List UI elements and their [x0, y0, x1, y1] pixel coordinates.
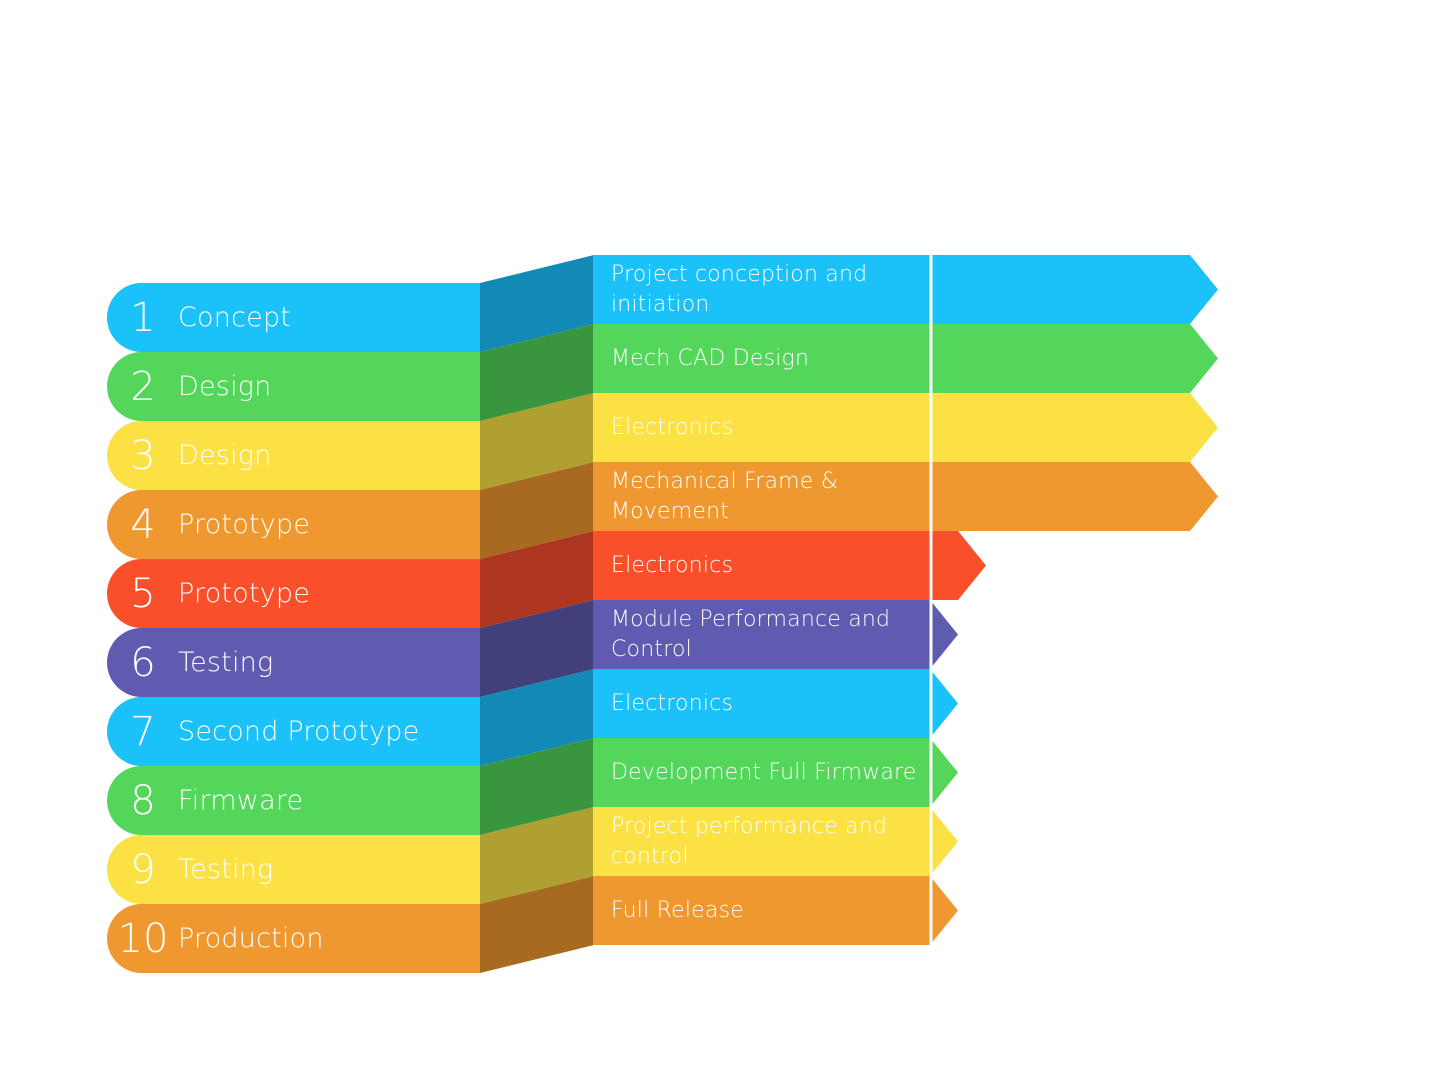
stage-task: Electronics [611, 393, 931, 462]
stage-right-arrow [593, 669, 958, 738]
stage-label: Testing [178, 647, 274, 678]
stage-left-label: 1 Concept [0, 283, 480, 352]
stage-connector [480, 669, 594, 766]
stage-connector [480, 600, 594, 697]
stage-left-band [107, 766, 482, 835]
stage-left-label: 4 Prototype [0, 490, 480, 559]
stage-left-label: 8 Firmware [0, 766, 480, 835]
stage-left-band [107, 352, 482, 421]
stage-task-text: Development Full Firmware [611, 759, 917, 785]
stage-left-band [107, 490, 482, 559]
stage-task: Module Performance and Control [611, 600, 931, 669]
stage-task-text: Electronics [611, 414, 734, 440]
stage-label: Design [178, 440, 272, 471]
stage-right-arrow [593, 255, 1218, 324]
stage-label: Production [178, 923, 324, 954]
stage-right-arrow [593, 600, 958, 669]
stage-left-band [107, 835, 482, 904]
stage-task-text: Full Release [611, 897, 744, 923]
stage-task-text: Project conception and initiation [611, 261, 868, 317]
stage-right-arrow [593, 324, 1218, 393]
stage-task: Development Full Firmware [611, 738, 931, 807]
stage-task: Electronics [611, 531, 931, 600]
stage-right-arrow [593, 876, 958, 945]
stage-left-label: 3 Design [0, 421, 480, 490]
stage-left-label: 7 Second Prototype [0, 697, 480, 766]
stage-task-text: Electronics [611, 552, 734, 578]
stage-task-text: Module Performance and Control [611, 606, 891, 662]
stage-connector [480, 255, 594, 352]
stage-connector [480, 876, 594, 973]
stage-right-arrow [593, 393, 1218, 462]
stage-task: Full Release [611, 876, 931, 945]
stage-right-arrow [593, 462, 1218, 531]
stage-number: 7 [130, 708, 156, 755]
stage-right-arrow [593, 738, 958, 807]
stage-connector [480, 531, 594, 628]
stage-number: 6 [130, 639, 156, 686]
stage-left-band [107, 421, 482, 490]
stage-task: Mechanical Frame & Movement [611, 462, 931, 531]
stage-task: Electronics [611, 669, 931, 738]
stage-label: Prototype [178, 509, 311, 540]
stage-label: Firmware [178, 785, 304, 816]
stage-number: 8 [130, 777, 156, 824]
stage-connector [480, 462, 594, 559]
stage-task: Project conception and initiation [611, 255, 931, 324]
stage-label: Prototype [178, 578, 311, 609]
stage-left-label: 2 Design [0, 352, 480, 421]
stage-left-label: 5 Prototype [0, 559, 480, 628]
stage-label: Testing [178, 854, 274, 885]
stage-right-arrow [593, 531, 986, 600]
stage-number: 4 [130, 501, 156, 548]
stage-connector [480, 324, 594, 421]
stage-task: Project performance and control [611, 807, 931, 876]
stage-left-band [107, 904, 482, 973]
stage-left-label: 10 Production [0, 904, 480, 973]
stage-number: 10 [117, 915, 169, 962]
stage-right-arrow [593, 807, 958, 876]
stage-task: Mech CAD Design [611, 324, 931, 393]
stage-left-band [107, 628, 482, 697]
stage-left-band [107, 697, 482, 766]
stage-left-band [107, 559, 482, 628]
stage-left-label: 6 Testing [0, 628, 480, 697]
stage-number: 5 [130, 570, 156, 617]
stage-task-text: Mechanical Frame & Movement [611, 468, 839, 524]
stage-connector [480, 807, 594, 904]
stage-left-band [107, 283, 482, 352]
stage-connector [480, 738, 594, 835]
stage-number: 9 [130, 846, 156, 893]
stage-number: 1 [130, 294, 156, 341]
stage-task-text: Electronics [611, 690, 734, 716]
stage-number: 3 [130, 432, 156, 479]
stage-label: Concept [178, 302, 292, 333]
stage-label: Design [178, 371, 272, 402]
stage-left-label: 9 Testing [0, 835, 480, 904]
stage-connector [480, 393, 594, 490]
stage-number: 2 [130, 363, 156, 410]
stage-task-text: Mech CAD Design [611, 345, 810, 371]
stage-task-text: Project performance and control [611, 813, 888, 869]
stage-label: Second Prototype [178, 716, 420, 747]
